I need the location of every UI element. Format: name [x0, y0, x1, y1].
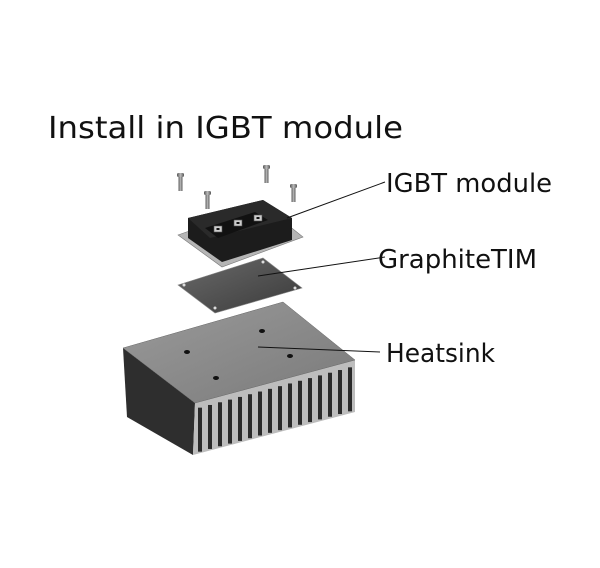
heatsink-fin-gap [208, 404, 212, 449]
heatsink-fin-gap [218, 402, 222, 447]
heatsink-fin-gap [338, 370, 342, 415]
graphite-tim-sheet [177, 257, 303, 314]
heatsink-fin-gap [328, 372, 332, 417]
heatsink-fin-gap [238, 396, 242, 441]
mounting-screws [177, 165, 297, 209]
igbt-module [177, 200, 304, 268]
heatsink-fin-gap [198, 407, 202, 452]
heatsink-mount-holes [184, 329, 293, 380]
heatsink-fin-gap [248, 394, 252, 439]
heatsink-fin-gap [298, 380, 302, 425]
label-igbt-module: IGBT module [386, 169, 552, 199]
heatsink-fin-gap [258, 391, 262, 436]
heatsink-fin-gap [288, 383, 292, 428]
heatsink-fin-gap [308, 378, 312, 423]
leader-lines [257, 181, 386, 353]
heatsink-fin-gap [268, 388, 272, 433]
heatsink-fins [198, 367, 352, 452]
heatsink-fin-gap [348, 367, 352, 412]
heatsink-fin-gap [318, 375, 322, 420]
heatsink-fin-gap [228, 399, 232, 444]
label-graphite-tim: GraphiteTIM [378, 245, 537, 275]
heatsink [122, 301, 356, 455]
diagram-title: Install in IGBT module [48, 111, 403, 146]
label-heatsink: Heatsink [386, 339, 495, 369]
heatsink-fin-gap [278, 386, 282, 431]
